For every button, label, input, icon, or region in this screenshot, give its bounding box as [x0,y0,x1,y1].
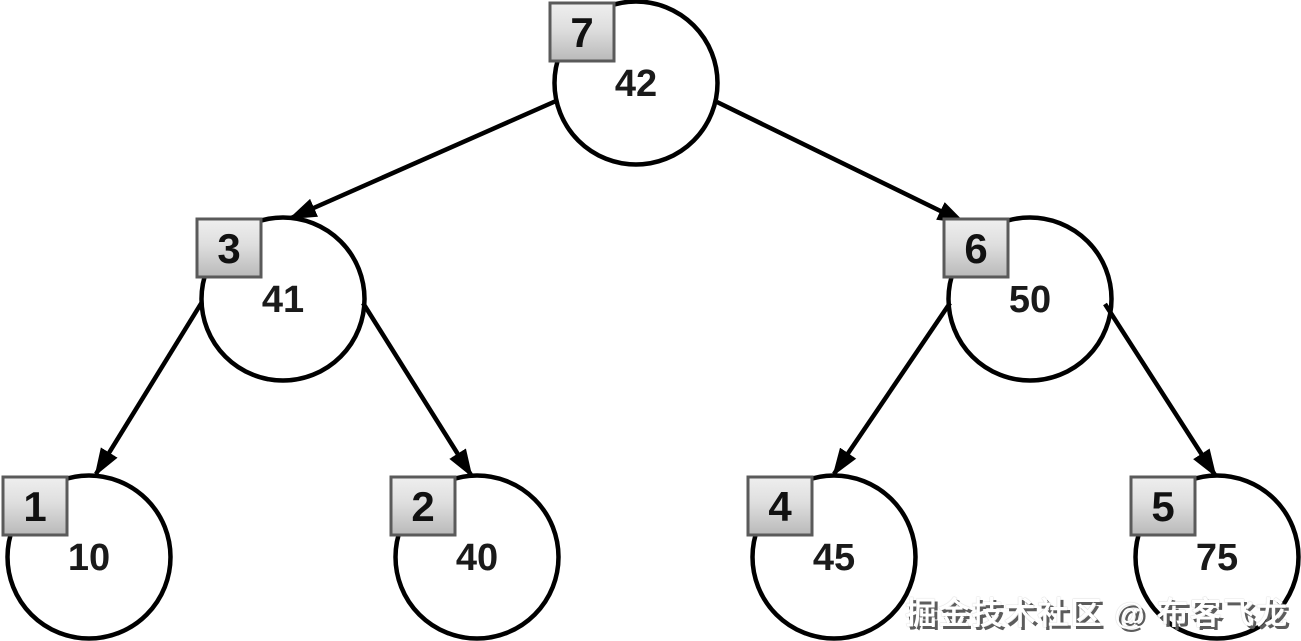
visit-order-label: 1 [23,483,46,530]
edge-42-41 [288,98,557,221]
edge-41-40 [361,301,473,478]
visit-order-label: 7 [570,9,593,56]
tree-node-10: 1 10 [1,475,110,579]
visit-order-badge [942,217,1010,279]
node-value-label: 50 [1009,279,1051,321]
visit-order-badge [389,475,457,537]
edge-41-10 [94,300,204,477]
watermark: 掘金技术社区 @ 布客飞龙 [905,596,1289,631]
tree-node-45: 4 45 [746,475,855,579]
tree-node-50: 6 50 [942,217,1051,321]
tree-node-41: 3 41 [195,217,304,321]
visit-order-badge [548,1,616,63]
node-value-label: 41 [262,279,304,321]
visit-order-label: 4 [768,483,792,530]
visit-order-label: 6 [964,225,987,272]
visit-order-label: 5 [1151,483,1174,530]
node-value-label: 75 [1196,537,1238,579]
node-value-label: 42 [615,63,657,105]
tree-node-42: 7 42 [548,1,657,105]
tree-node-75: 5 75 [1129,475,1238,579]
node-value-label: 45 [813,537,855,579]
visit-order-label: 3 [217,225,240,272]
visit-order-badge [746,475,814,537]
edge-50-75 [1103,302,1217,478]
visit-order-badge [1129,475,1197,537]
node-value-label: 40 [456,537,498,579]
edge-50-45 [832,301,952,477]
visit-order-badge [195,217,263,279]
edge-42-50 [716,99,966,225]
tree-node-40: 2 40 [389,475,498,579]
node-value-label: 10 [68,537,110,579]
visit-order-label: 2 [411,483,434,530]
visit-order-badge [1,475,69,537]
